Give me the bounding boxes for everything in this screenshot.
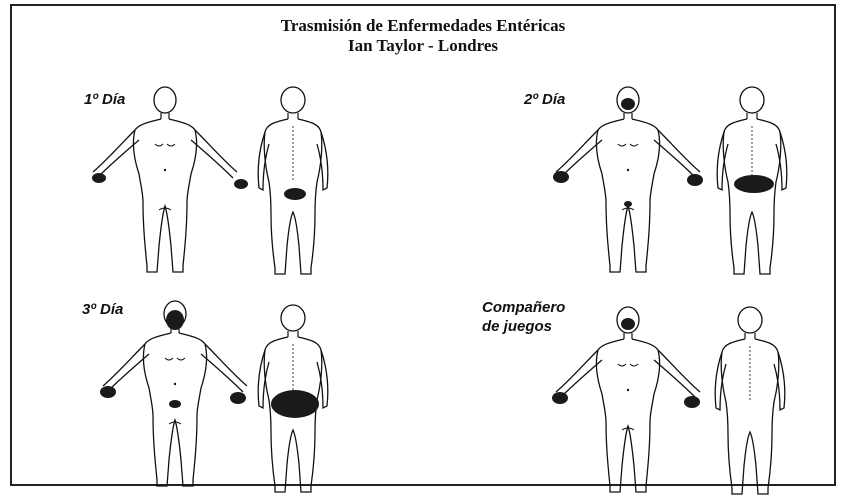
figure-day3-front (100, 301, 247, 486)
figure-day1-back (258, 87, 328, 274)
figure-day2-back (717, 87, 787, 274)
figure-playmate-back (715, 307, 785, 494)
figure-day3-back (258, 305, 328, 492)
figure-playmate-front (552, 307, 700, 492)
figure-day1-front (92, 87, 248, 272)
figure-day2-front (553, 87, 703, 272)
